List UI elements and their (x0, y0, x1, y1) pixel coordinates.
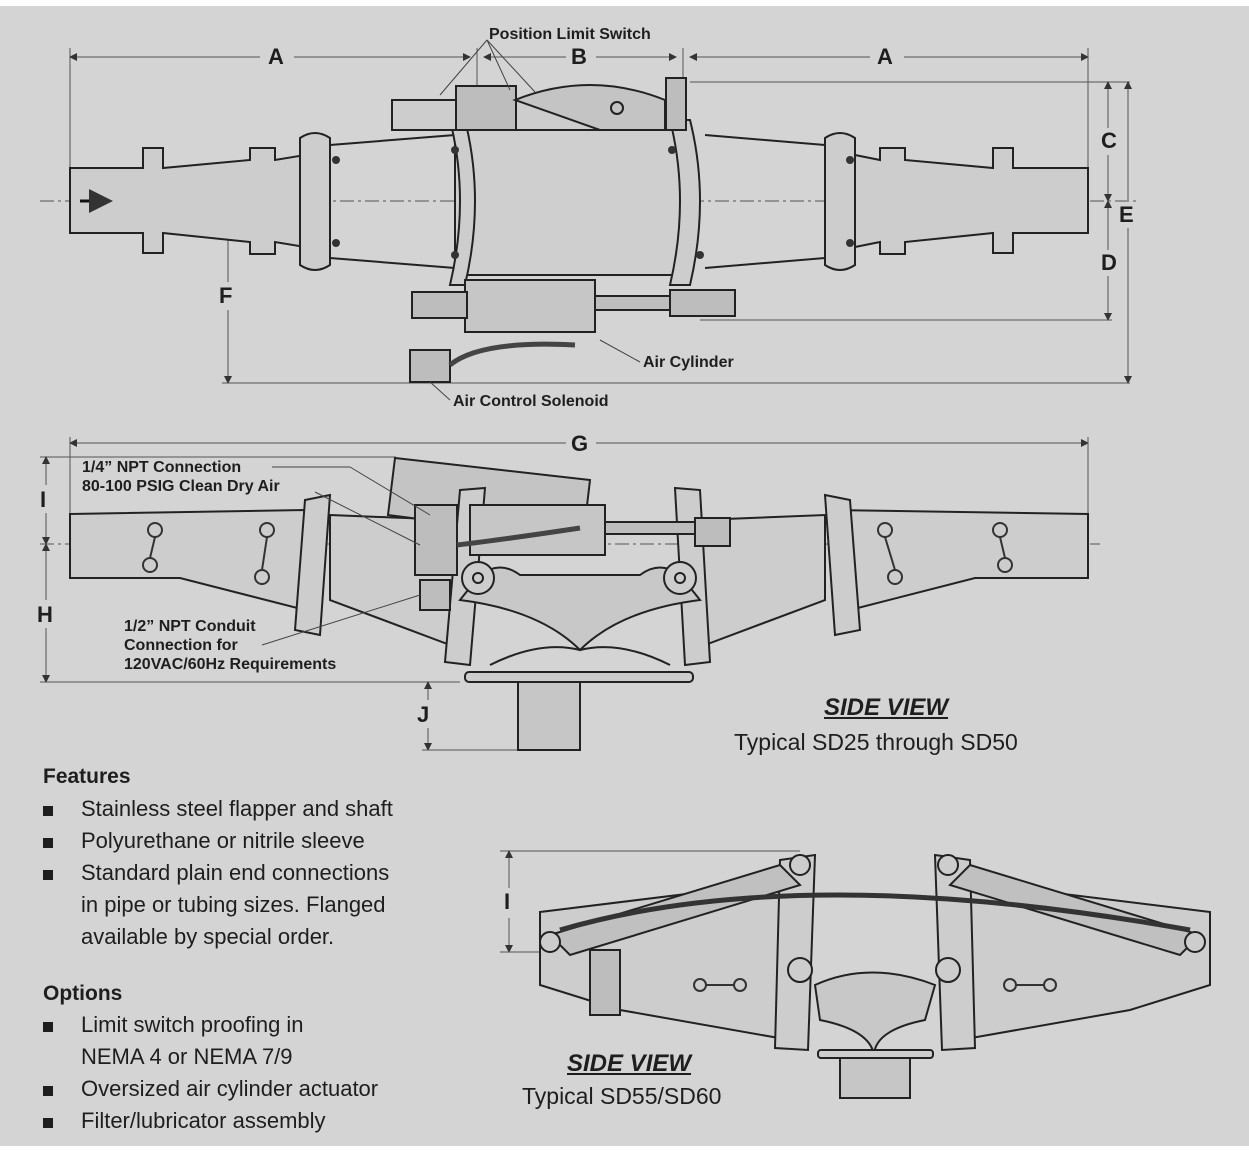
dimension-i-side: I (40, 487, 47, 512)
list-item-continuation: NEMA 4 or NEMA 7/9 (81, 1044, 293, 1069)
dimension-c: C (1101, 128, 1117, 153)
bullet-icon (43, 838, 53, 848)
list-item: Stainless steel flapper and shaft (43, 793, 393, 825)
dimension-d: D (1101, 250, 1117, 275)
air-supply-label: 80-100 PSIG Clean Dry Air (82, 478, 280, 495)
options-list: Limit switch proofing in NEMA 4 or NEMA … (43, 1009, 378, 1137)
side-leader-lines (261, 466, 431, 646)
bullet-icon (43, 1086, 53, 1096)
features-heading: Features (43, 765, 131, 788)
npt-connection-label: 1/4” NPT Connection (82, 459, 242, 476)
dimension-a-right: A (877, 44, 893, 69)
list-item: Polyurethane or nitrile sleeve (43, 825, 393, 857)
side-view-2 (500, 850, 1211, 1099)
dimension-j: J (417, 702, 430, 727)
list-item: Standard plain end connections (43, 857, 393, 889)
dimension-i-lower: I (504, 889, 511, 914)
position-limit-switch-label: Position Limit Switch (489, 26, 651, 43)
list-item-continuation: in pipe or tubing sizes. Flanged (81, 892, 386, 917)
air-control-solenoid-label: Air Control Solenoid (453, 393, 609, 410)
bullet-icon (43, 1022, 53, 1032)
air-cylinder-label: Air Cylinder (643, 354, 734, 371)
top-leader-lines (429, 39, 641, 401)
side-view-1 (40, 437, 1100, 751)
dimension-f: F (219, 283, 233, 308)
side-view-1-title: SIDE VIEW (824, 694, 949, 721)
bullet-icon (43, 1118, 53, 1128)
list-item: Filter/lubricator assembly (43, 1105, 378, 1137)
conduit-label-line3: 120VAC/60Hz Requirements (124, 656, 337, 673)
dimension-b: B (571, 44, 587, 69)
list-item: Limit switch proofing in (43, 1009, 378, 1041)
side-view-1-subtitle: Typical SD25 through SD50 (734, 729, 1018, 755)
top-view (40, 39, 1140, 401)
conduit-label-line1: 1/2” NPT Conduit (124, 618, 256, 635)
list-item: Oversized air cylinder actuator (43, 1073, 378, 1105)
conduit-label-line2: Connection for (124, 637, 238, 654)
dimension-a-left: A (268, 44, 284, 69)
list-item-continuation: available by special order. (81, 924, 335, 949)
bullet-icon (43, 806, 53, 816)
side-view-2-title: SIDE VIEW (567, 1050, 692, 1077)
options-heading: Options (43, 982, 123, 1005)
dimension-e: E (1119, 202, 1134, 227)
side-view-2-subtitle: Typical SD55/SD60 (522, 1083, 722, 1109)
features-list: Stainless steel flapper and shaft Polyur… (43, 793, 393, 953)
dimension-g: G (571, 431, 589, 456)
dimension-h: H (37, 602, 53, 627)
bullet-icon (43, 870, 53, 880)
